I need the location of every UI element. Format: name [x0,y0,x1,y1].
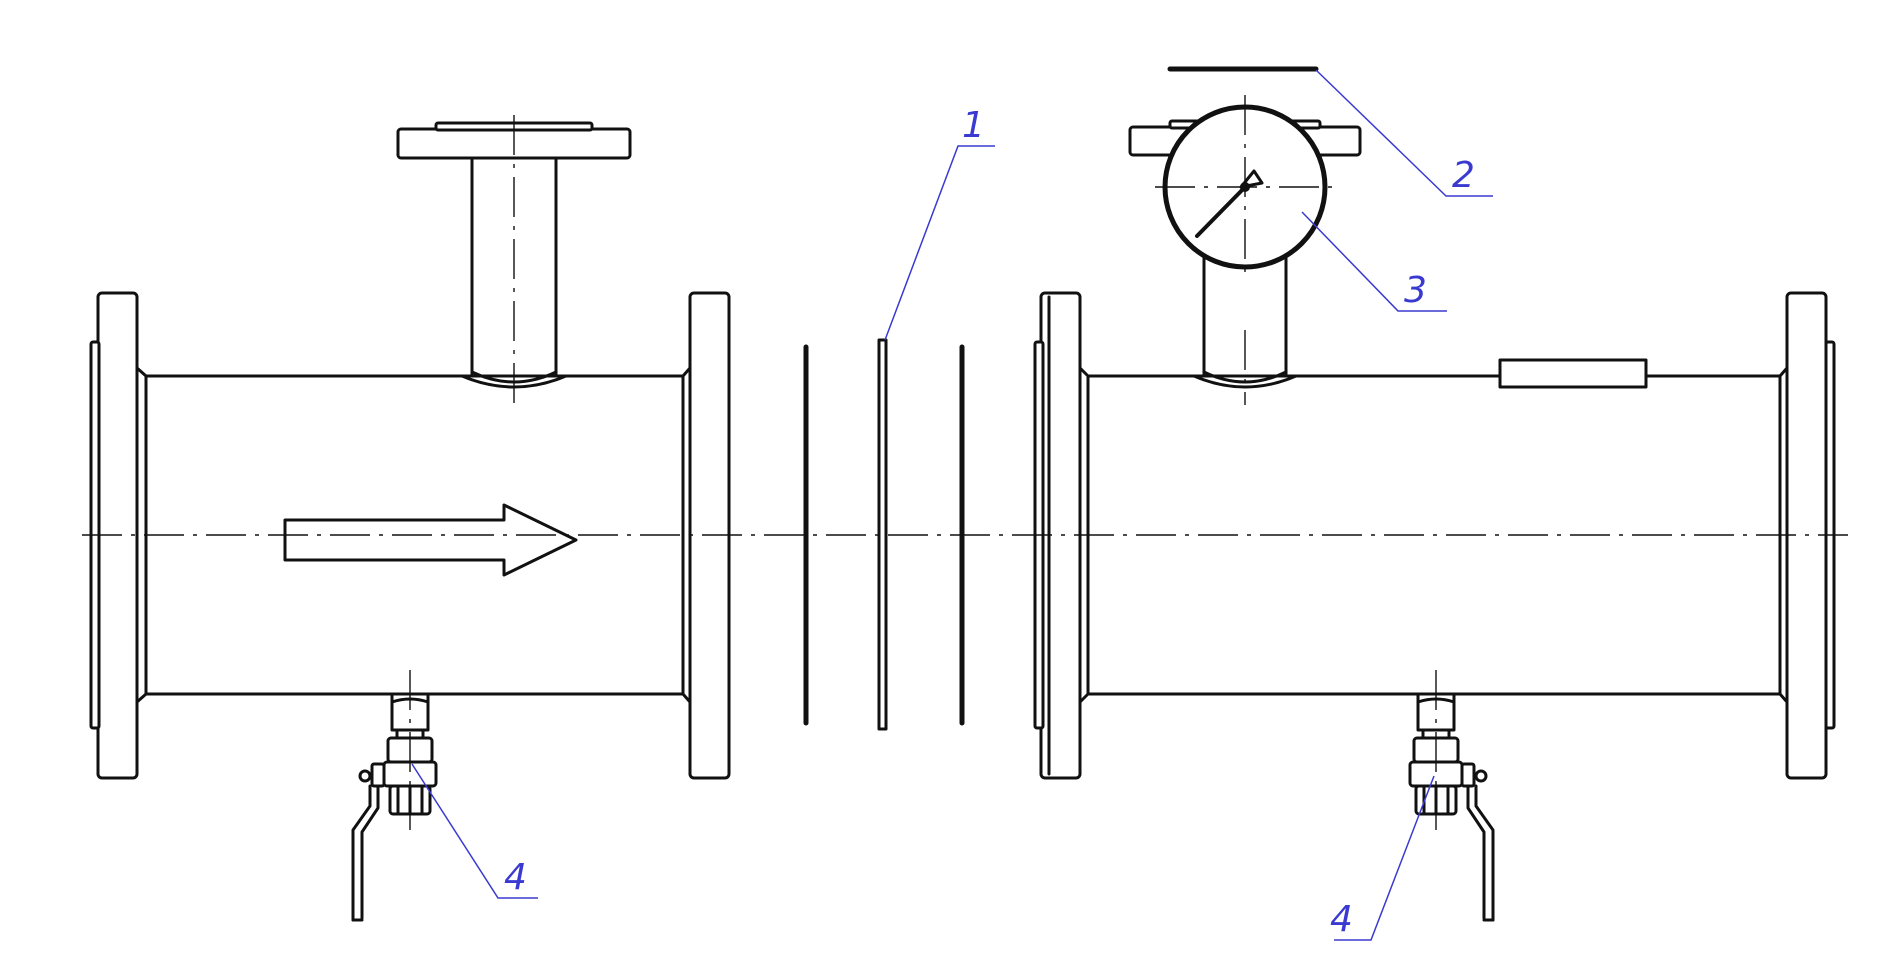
left-drain-valve [351,692,438,922]
flow-direction-arrow [283,503,578,577]
callout-1: 1 [884,105,995,341]
callout-4b-label: 4 [1330,899,1353,940]
callout-4-right: 4 [1330,775,1435,941]
callout-1-label: 1 [962,105,985,146]
callout-3-label: 3 [1404,270,1427,311]
callout-4-left: 4 [411,763,538,899]
callout-3: 3 [1301,211,1447,312]
gauge-needle [1195,180,1252,238]
pressure-gauge [1155,95,1335,280]
left-assembly [89,115,731,922]
callout-2: 2 [1315,69,1493,197]
callout-2-label: 2 [1452,155,1475,196]
callout-4a-label: 4 [504,857,527,898]
right-assembly [1033,66,1836,922]
orifice-plate [877,338,888,731]
nameplate [1498,358,1648,389]
